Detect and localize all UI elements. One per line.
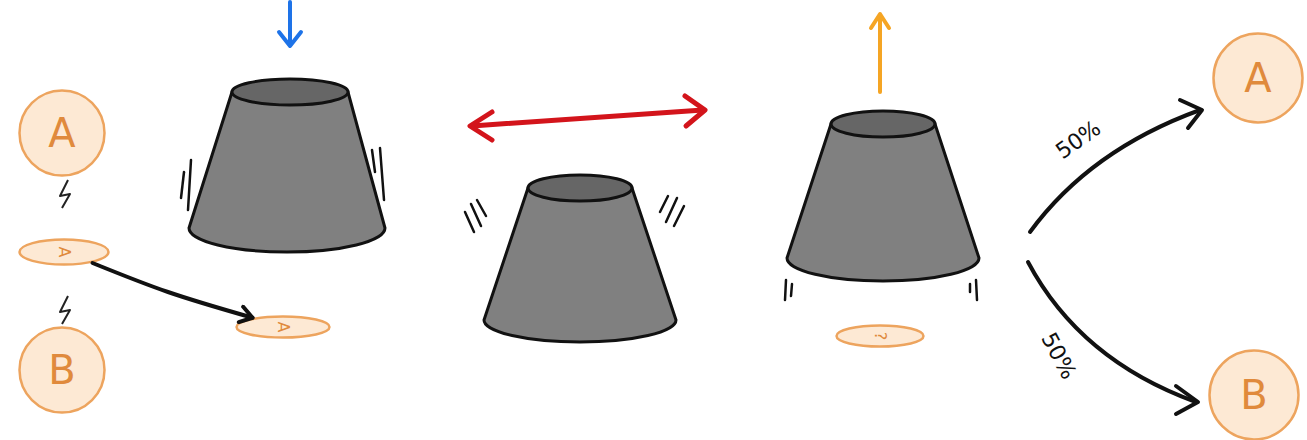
node-outline-shape	[837, 326, 924, 347]
node-label: A	[56, 247, 72, 258]
state-circle: A	[1212, 32, 1304, 124]
cup-top	[831, 111, 935, 137]
cup-body	[189, 92, 385, 252]
state-circle: A	[18, 89, 106, 177]
node-outline-shape	[1210, 351, 1299, 440]
node-label: B	[48, 350, 75, 390]
node-label: A	[275, 322, 291, 333]
node-label: B	[1240, 375, 1267, 415]
press-arrow	[279, 2, 301, 46]
node-outline-shape	[20, 240, 109, 265]
lift-arrow	[871, 14, 889, 92]
node-outline-shape	[1214, 34, 1303, 123]
node-label: A	[1244, 58, 1271, 98]
cup-body	[484, 188, 676, 342]
state-circle: B	[1208, 349, 1300, 440]
coin: ?	[835, 324, 925, 348]
cup-top	[232, 79, 348, 105]
outcome-arrow	[1028, 100, 1202, 414]
node-label: ?	[872, 332, 888, 341]
coin: A	[235, 315, 331, 339]
probability-label: 50%	[1052, 117, 1105, 163]
node-label: A	[48, 113, 75, 153]
cup-body	[787, 124, 979, 281]
node-outline-shape	[20, 91, 105, 176]
state-circle: B	[18, 326, 106, 414]
node-outline-shape	[20, 328, 105, 413]
coin: A	[18, 238, 110, 266]
cup-top	[528, 175, 632, 201]
node-outline-shape	[237, 317, 330, 338]
shake-arrow	[470, 96, 705, 140]
probability-label: 50%	[1037, 329, 1079, 383]
move-arrow	[93, 263, 253, 318]
motion-marks	[181, 148, 977, 300]
